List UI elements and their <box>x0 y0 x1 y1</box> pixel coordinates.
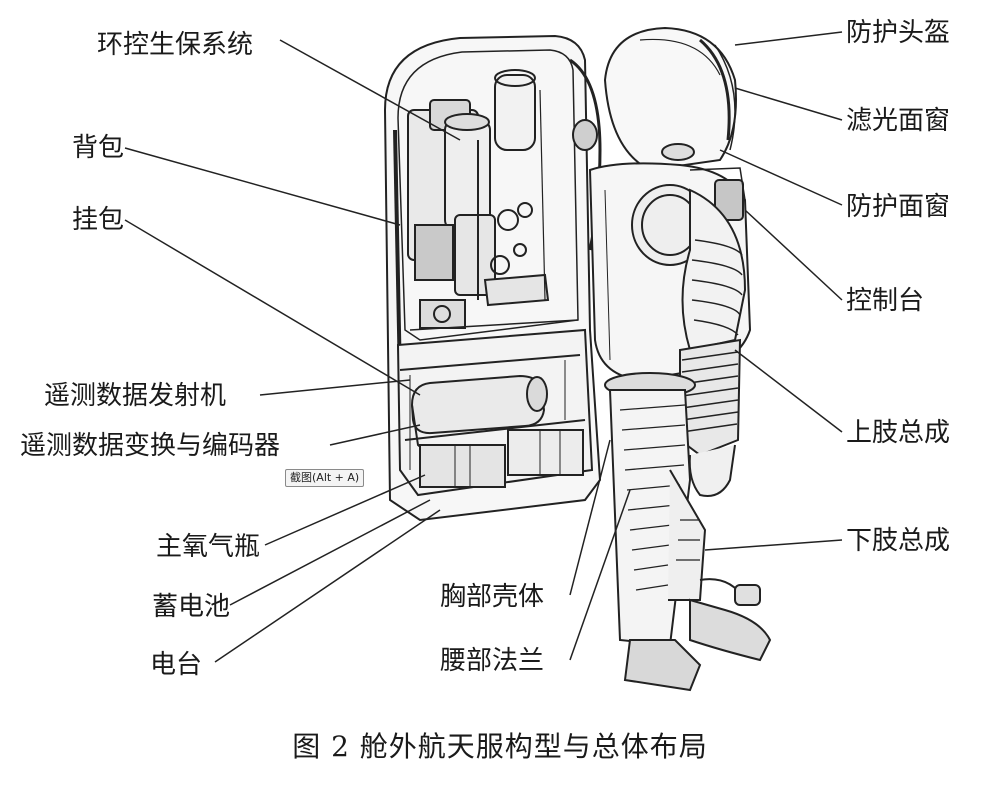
label-main-oxygen: 主氧气瓶 <box>156 532 261 562</box>
label-power-unit: 电台 <box>150 650 203 680</box>
label-chest-shell: 胸部壳体 <box>440 582 545 612</box>
label-life-support: 环控生保系统 <box>97 30 254 60</box>
leader-lines <box>124 31 843 663</box>
screenshot-tooltip: 截图(Alt + A) <box>285 469 365 487</box>
label-lower-limb: 下肢总成 <box>846 526 951 556</box>
label-upper-limb: 上肢总成 <box>846 418 951 448</box>
label-waist-flange: 腰部法兰 <box>440 646 545 676</box>
label-control-panel: 控制台 <box>846 286 925 316</box>
label-battery: 蓄电池 <box>152 592 231 622</box>
label-backpack: 背包 <box>72 133 125 163</box>
suit-drawing <box>569 26 772 692</box>
label-telemetry-transmitter: 遥测数据发射机 <box>44 381 227 411</box>
backpack-drawing <box>383 34 602 522</box>
label-filter-visor: 滤光面窗 <box>846 106 951 136</box>
label-telemetry-encoder: 遥测数据变换与编码器 <box>20 431 281 461</box>
figure-caption: 图 2 舱外航天服构型与总体布局 <box>292 730 708 763</box>
label-hanging-pack: 挂包 <box>72 205 125 235</box>
label-helmet: 防护头盔 <box>846 18 951 48</box>
label-protective-visor: 防护面窗 <box>846 192 951 222</box>
